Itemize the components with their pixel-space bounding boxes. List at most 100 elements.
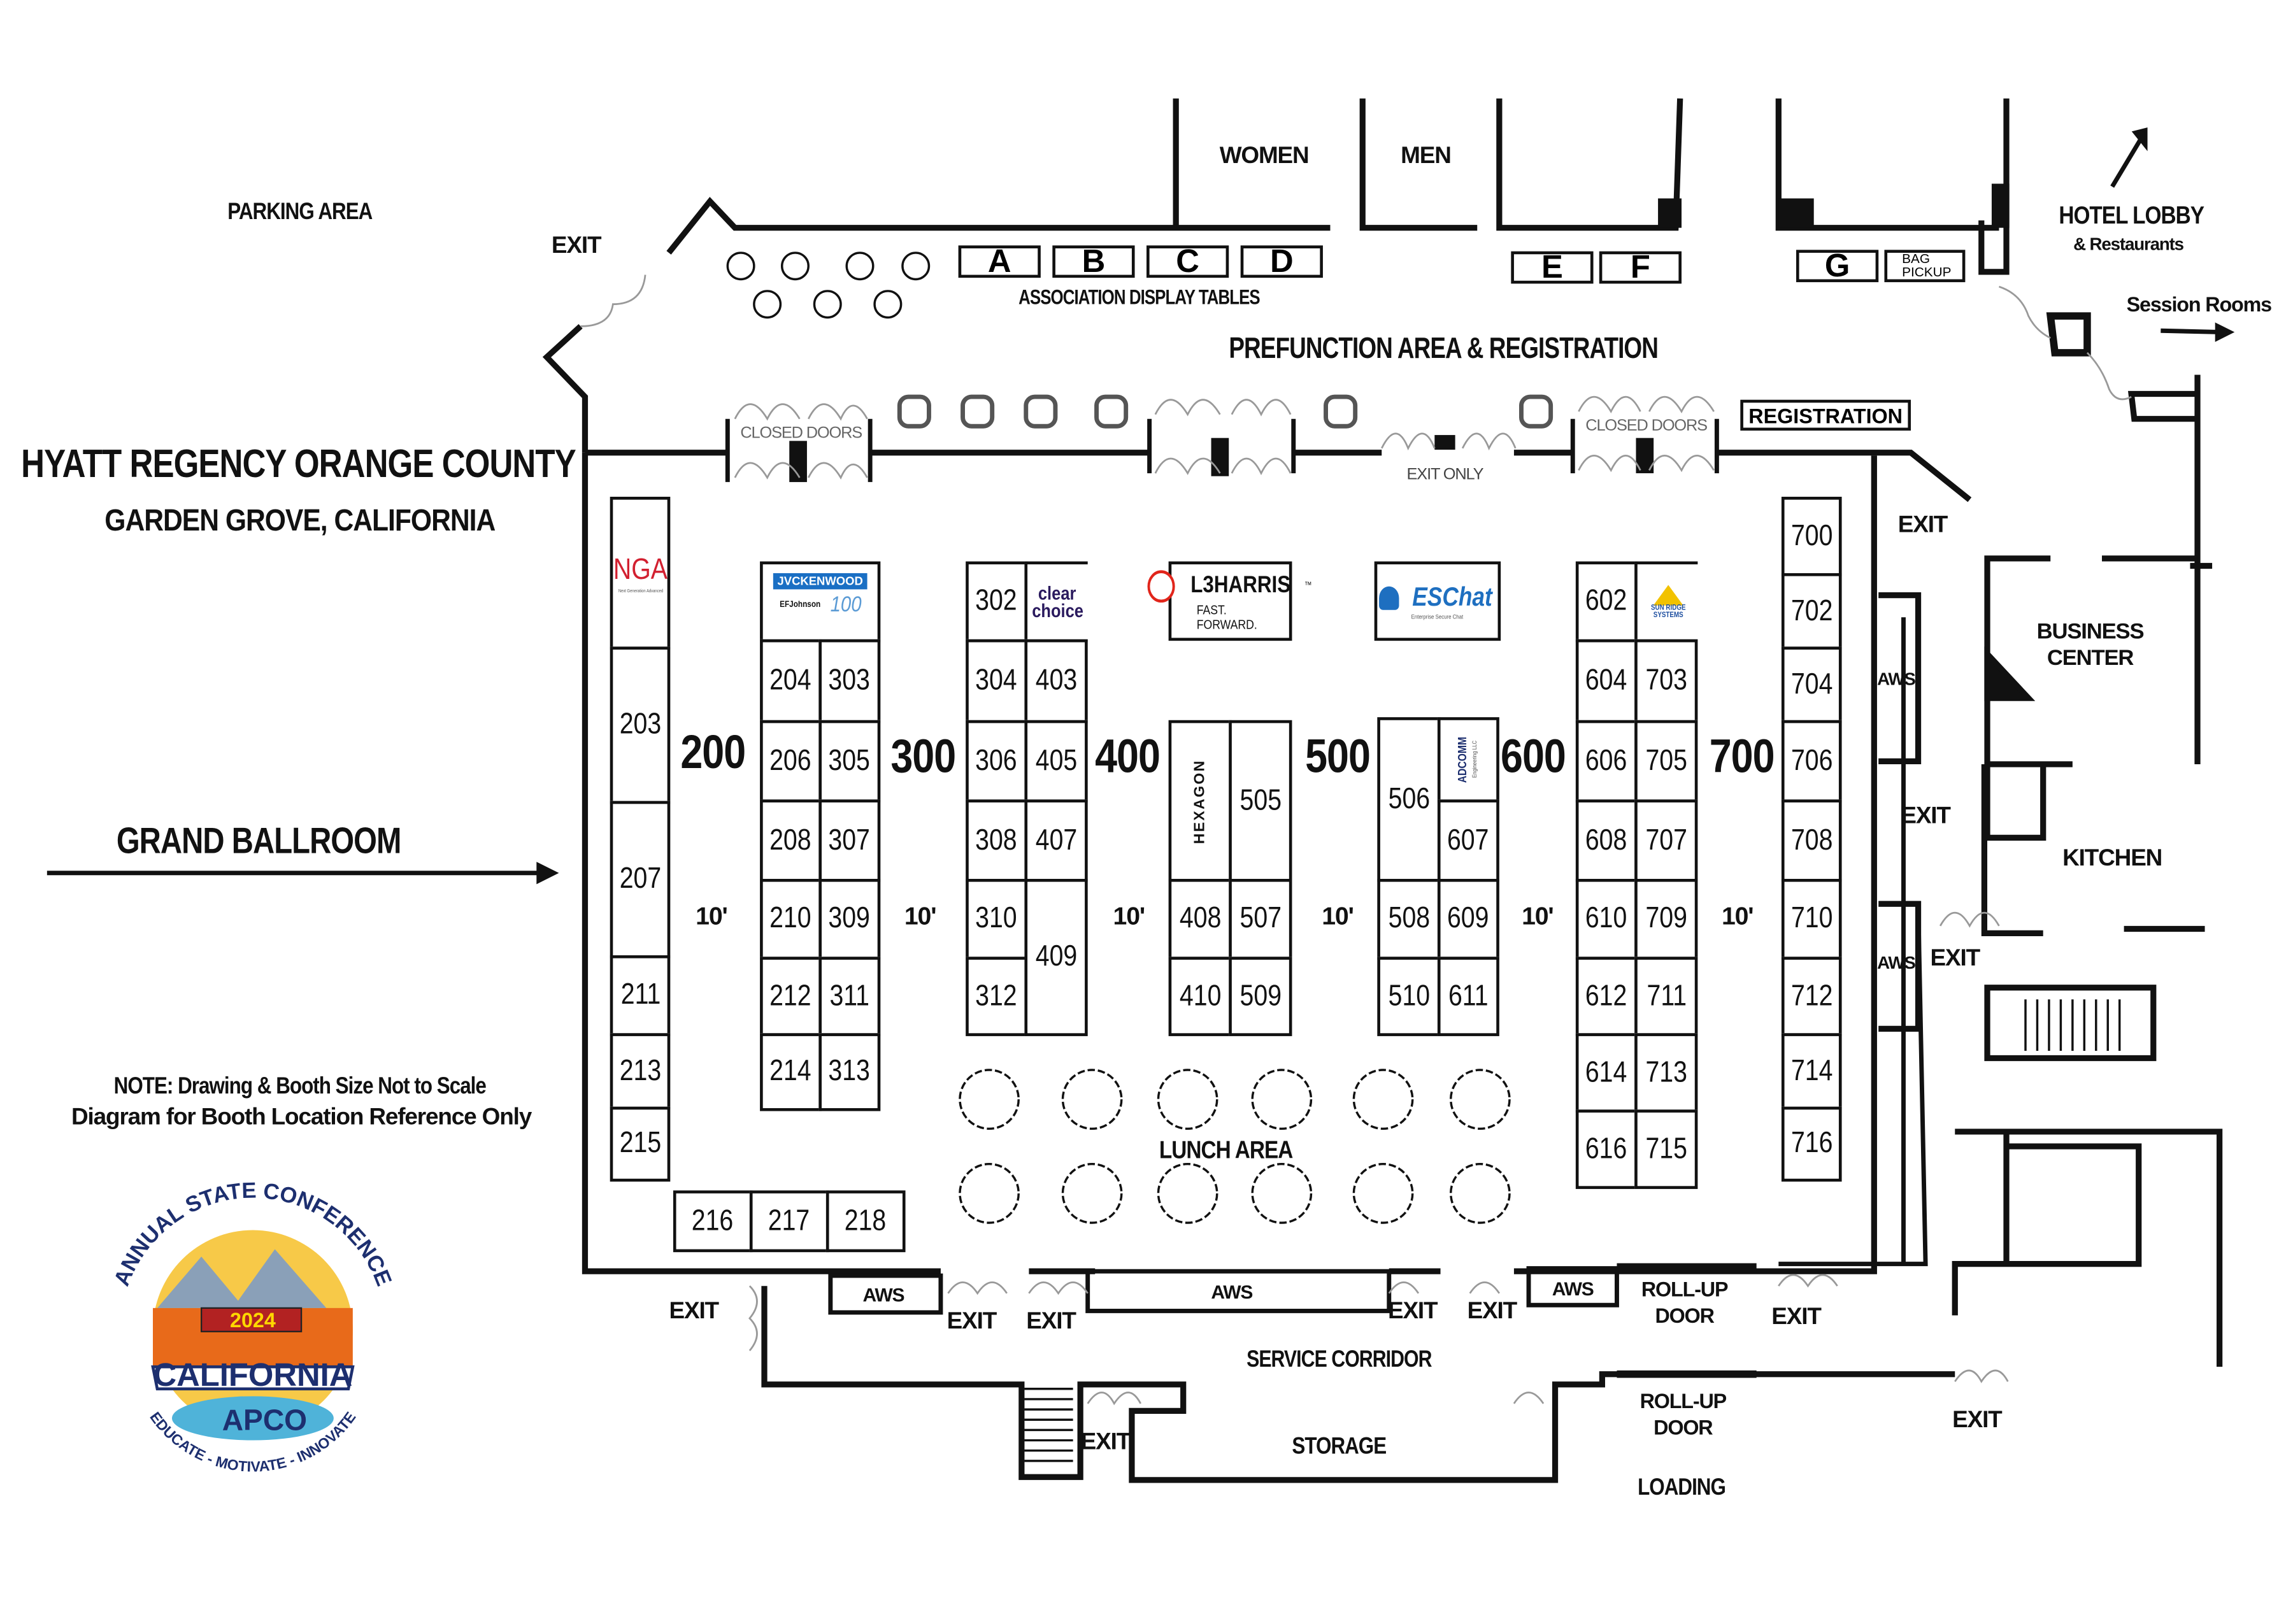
- booth-208[interactable]: 208: [760, 799, 822, 882]
- booth-206[interactable]: 206: [760, 720, 822, 803]
- booth-410[interactable]: 410: [1168, 957, 1232, 1036]
- booth-adcomm[interactable]: ADCOMM Engineering LLC: [1437, 717, 1499, 803]
- booth-708[interactable]: 708: [1781, 799, 1842, 882]
- booth-number: 707: [1645, 823, 1687, 857]
- booth-number: 213: [619, 1054, 661, 1087]
- booth-704[interactable]: 704: [1781, 646, 1842, 723]
- registration-desk: REGISTRATION: [1740, 399, 1911, 431]
- booth-714[interactable]: 714: [1781, 1033, 1842, 1110]
- session-rooms-label: Session Rooms: [2126, 292, 2273, 317]
- booth-nga[interactable]: NGA Next Generation Advanced: [610, 497, 671, 650]
- booth-702[interactable]: 702: [1781, 573, 1842, 650]
- booth-number: 408: [1179, 902, 1221, 935]
- booth-707[interactable]: 707: [1634, 799, 1698, 882]
- booth-number: 212: [769, 979, 812, 1012]
- booth-409[interactable]: 409: [1024, 879, 1088, 1036]
- booth-507[interactable]: 507: [1229, 879, 1292, 960]
- booth-508[interactable]: 508: [1377, 879, 1441, 960]
- booth-212[interactable]: 212: [760, 957, 822, 1036]
- booth-710[interactable]: 710: [1781, 879, 1842, 960]
- booth-311[interactable]: 311: [818, 957, 881, 1036]
- booth-302[interactable]: 302: [966, 561, 1028, 643]
- booth-713[interactable]: 713: [1634, 1033, 1698, 1113]
- booth-505[interactable]: 505: [1229, 720, 1292, 882]
- badge-year: 2024: [230, 1309, 276, 1332]
- booth-616[interactable]: 616: [1575, 1109, 1638, 1189]
- booth-310[interactable]: 310: [966, 879, 1028, 960]
- booth-313[interactable]: 313: [818, 1033, 881, 1111]
- booth-eschat[interactable]: ESChat Enterprise Secure Chat: [1374, 561, 1501, 641]
- nga-logo: NGA: [613, 553, 668, 586]
- exit-only-label: EXIT ONLY: [1406, 466, 1484, 484]
- booth-506[interactable]: 506: [1377, 717, 1441, 882]
- booth-214[interactable]: 214: [760, 1033, 822, 1111]
- booth-604[interactable]: 604: [1575, 639, 1638, 723]
- booth-217[interactable]: 217: [749, 1190, 829, 1253]
- booth-number: 708: [1790, 823, 1832, 857]
- lunch-table: [1449, 1069, 1511, 1130]
- booth-703[interactable]: 703: [1634, 639, 1698, 723]
- booth-218[interactable]: 218: [825, 1190, 906, 1253]
- booth-610[interactable]: 610: [1575, 879, 1638, 960]
- exit-label: EXIT: [1080, 1430, 1131, 1455]
- booth-716[interactable]: 716: [1781, 1106, 1842, 1182]
- prefunction-label: PREFUNCTION AREA & REGISTRATION: [1229, 332, 1659, 366]
- booth-303[interactable]: 303: [818, 639, 881, 723]
- booth-215[interactable]: 215: [610, 1106, 671, 1182]
- booth-sun-ridge[interactable]: SUN RIDGE SYSTEMS: [1634, 561, 1698, 643]
- table-c: C: [1146, 243, 1229, 279]
- booth-304[interactable]: 304: [966, 639, 1028, 723]
- booth-509[interactable]: 509: [1229, 957, 1292, 1036]
- booth-216[interactable]: 216: [673, 1190, 753, 1253]
- booth-403[interactable]: 403: [1024, 639, 1088, 723]
- booth-308[interactable]: 308: [966, 799, 1028, 882]
- booth-405[interactable]: 405: [1024, 720, 1088, 803]
- booth-l3harris[interactable]: L3HARRIS ™ FAST. FORWARD.: [1147, 561, 1312, 641]
- booth-204[interactable]: 204: [760, 639, 822, 723]
- booth-510[interactable]: 510: [1377, 957, 1441, 1036]
- booth-715[interactable]: 715: [1634, 1109, 1698, 1189]
- booth-705[interactable]: 705: [1634, 720, 1698, 803]
- booth-712[interactable]: 712: [1781, 957, 1842, 1036]
- booth-711[interactable]: 711: [1634, 957, 1698, 1036]
- booth-306[interactable]: 306: [966, 720, 1028, 803]
- exit-label: EXIT: [1771, 1305, 1822, 1330]
- booth-number: 306: [975, 744, 1018, 777]
- booth-309[interactable]: 309: [818, 879, 881, 960]
- booth-213[interactable]: 213: [610, 1033, 671, 1110]
- booth-211[interactable]: 211: [610, 955, 671, 1036]
- booth-hexagon[interactable]: HEXAGON: [1168, 720, 1232, 882]
- booth-312[interactable]: 312: [966, 957, 1028, 1036]
- booth-307[interactable]: 307: [818, 799, 881, 882]
- lunch-area-label: LUNCH AREA: [1159, 1136, 1293, 1164]
- booth-210[interactable]: 210: [760, 879, 822, 960]
- booth-number: 217: [768, 1204, 810, 1237]
- booth-number: 218: [845, 1204, 887, 1237]
- booth-602[interactable]: 602: [1575, 561, 1638, 643]
- booth-609[interactable]: 609: [1437, 879, 1499, 960]
- booth-305[interactable]: 305: [818, 720, 881, 803]
- booth-jvckenwood[interactable]: JVCKENWOOD EFJohnson 100: [760, 561, 881, 643]
- booth-700[interactable]: 700: [1781, 497, 1842, 576]
- booth-607[interactable]: 607: [1437, 799, 1499, 882]
- booth-207[interactable]: 207: [610, 801, 671, 958]
- booth-clear-choice[interactable]: clear choice: [1024, 561, 1088, 643]
- adcomm-logo: ADCOMM: [1455, 736, 1469, 783]
- booth-606[interactable]: 606: [1575, 720, 1638, 803]
- booth-709[interactable]: 709: [1634, 879, 1698, 960]
- table-b: B: [1052, 243, 1135, 279]
- booth-611[interactable]: 611: [1437, 957, 1499, 1036]
- booth-408[interactable]: 408: [1168, 879, 1232, 960]
- booth-number: 709: [1645, 902, 1687, 935]
- lunch-table: [1449, 1162, 1511, 1224]
- booth-407[interactable]: 407: [1024, 799, 1088, 882]
- l3harris-logo: L3HARRIS: [1190, 573, 1291, 599]
- booth-706[interactable]: 706: [1781, 720, 1842, 803]
- booth-608[interactable]: 608: [1575, 799, 1638, 882]
- booth-614[interactable]: 614: [1575, 1033, 1638, 1113]
- booth-612[interactable]: 612: [1575, 957, 1638, 1036]
- aws-label: AWS: [1877, 952, 1916, 973]
- booth-203[interactable]: 203: [610, 646, 671, 804]
